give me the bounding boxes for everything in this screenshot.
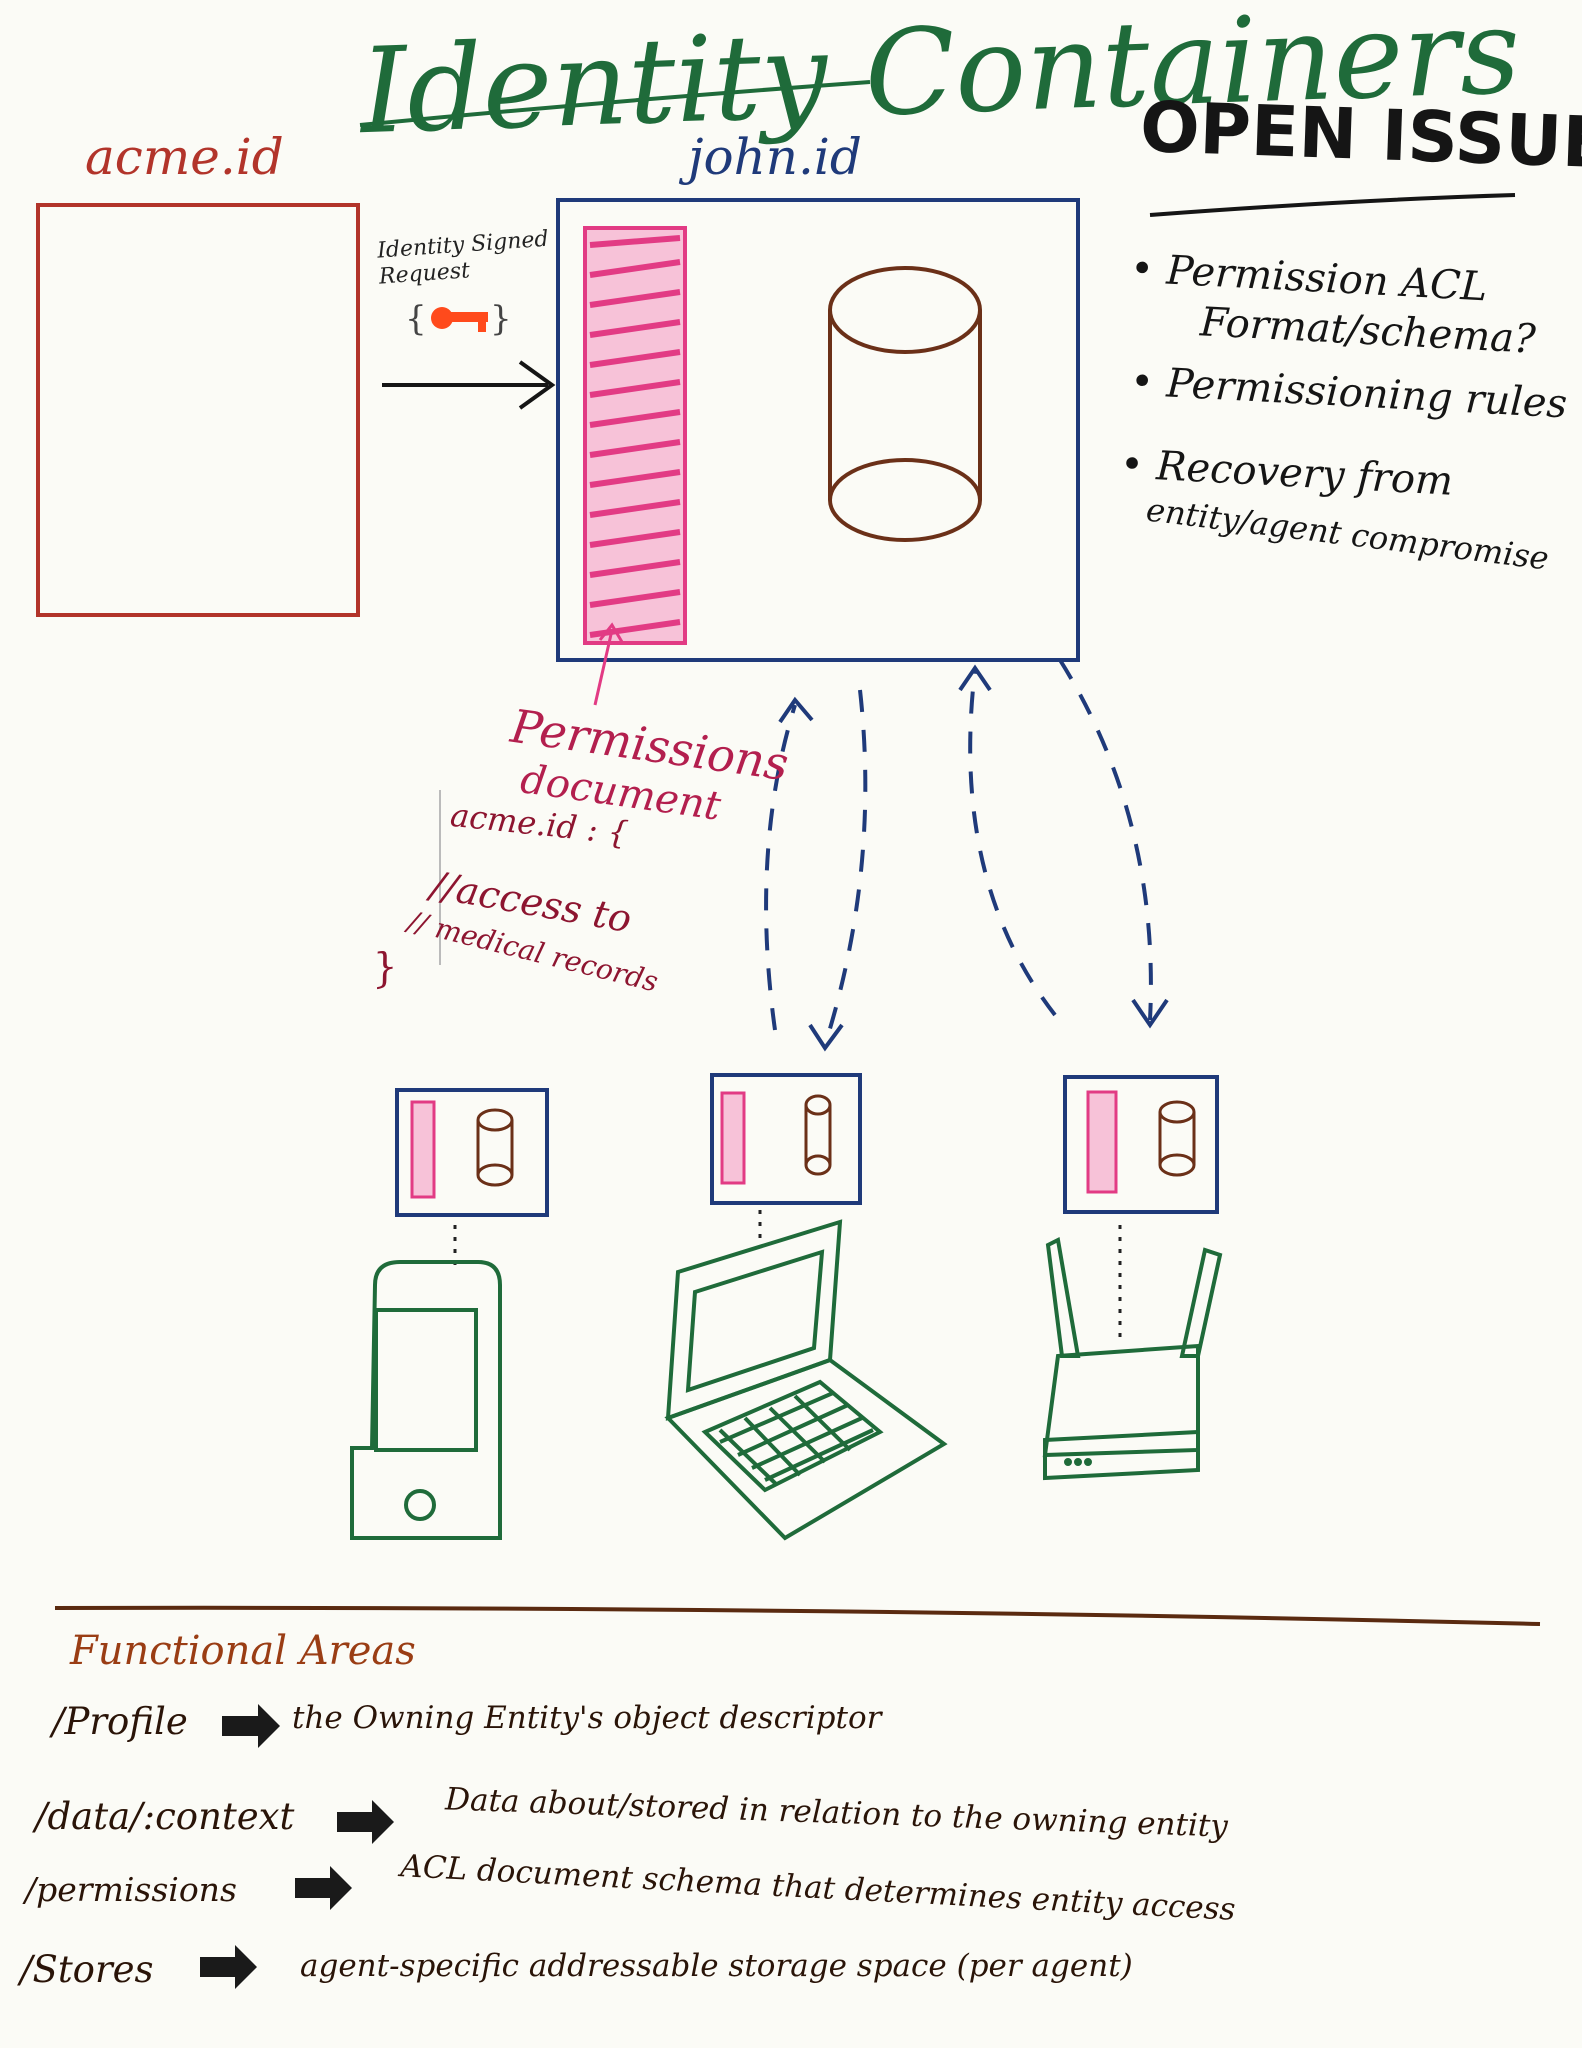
acme-label: acme.id [85,128,284,186]
functional-area-key: /Stores [20,1948,154,1991]
functional-area-desc: agent-specific addressable storage space… [300,1948,1133,1984]
database-cylinder-icon [828,266,982,542]
svg-text:}: } [490,299,512,339]
permissions-document-bar [583,226,687,645]
functional-area-key: /permissions [25,1870,237,1909]
key-icon: { } [405,299,512,339]
device-container-router [1063,1075,1219,1214]
functional-areas-heading: Functional Areas [70,1628,416,1674]
sync-arrows [764,658,1153,1046]
functional-area-arrows [200,1704,394,1989]
divider [54,1605,1541,1626]
svg-text:{: { [405,299,427,339]
acme-container-box [36,203,360,617]
laptop-icon [664,1219,948,1541]
functional-area-row: /permissions ACL document schema that de… [25,1848,1236,1928]
functional-area-desc: the Owning Entity's object descriptor [292,1700,882,1736]
device-container-phone [395,1088,549,1217]
functional-area-row: /Stores agent-specific addressable stora… [20,1948,1133,1991]
request-arrow [382,360,556,410]
functional-area-key: /data/:context [35,1795,295,1838]
functional-area-row: /Profile the Owning Entity's object desc… [52,1700,881,1743]
functional-area-key: /Profile [52,1700,188,1743]
john-container-box [556,198,1080,662]
router-icon [1042,1237,1223,1481]
john-label: john.id [688,128,862,186]
functional-area-row: /data/:context Data about/stored in rela… [35,1781,1228,1844]
device-container-laptop [710,1073,862,1205]
phone-icon [350,1260,502,1540]
